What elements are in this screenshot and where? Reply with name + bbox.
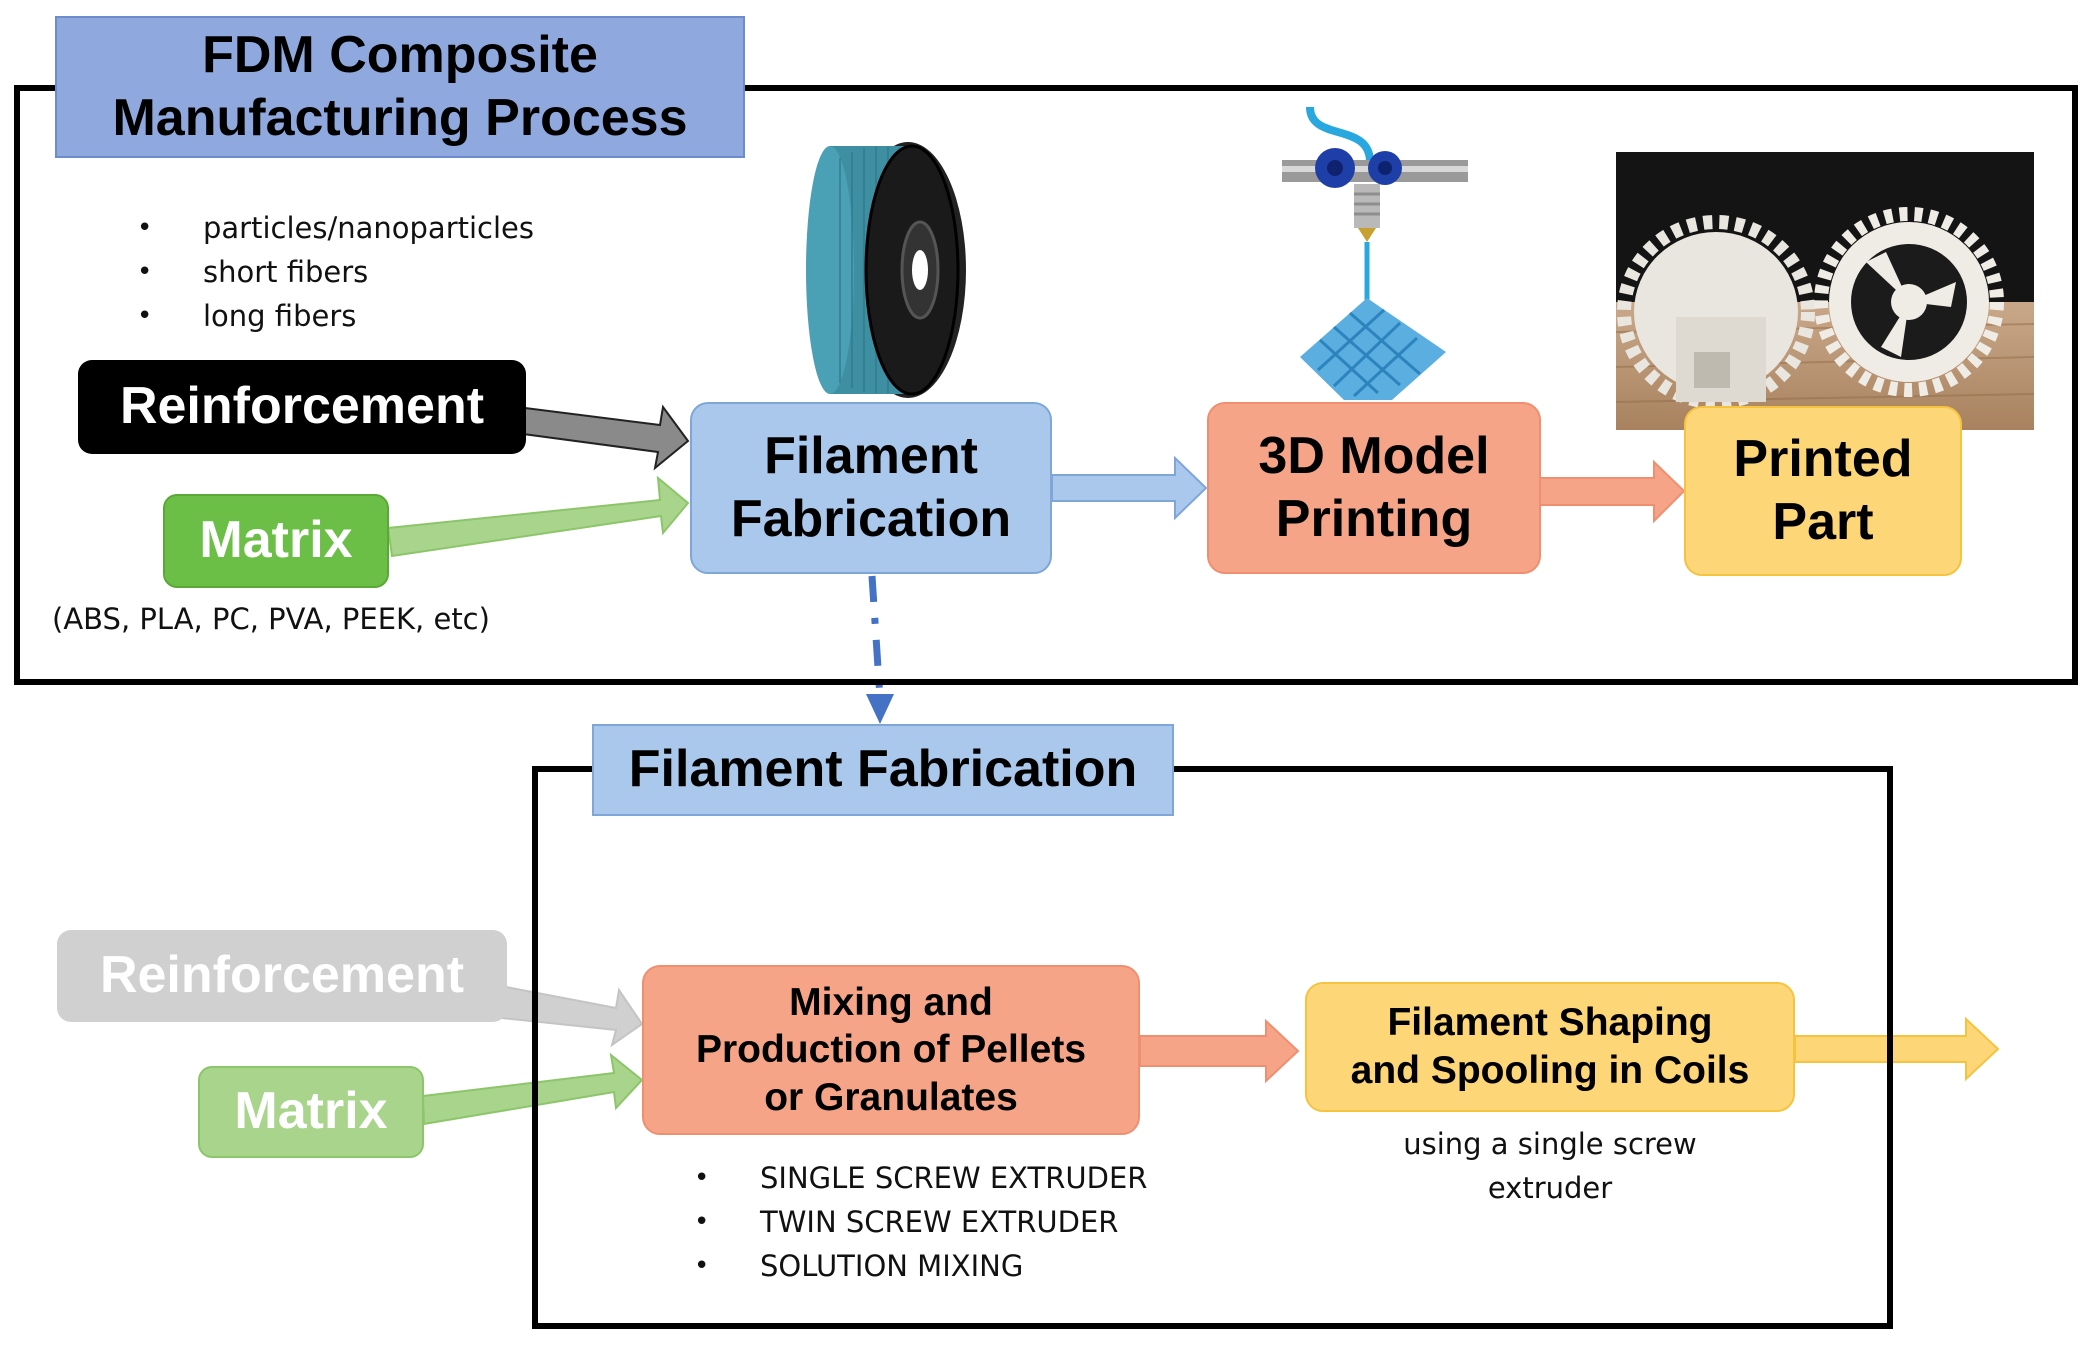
mixing-production-box: Mixing and Production of Pellets or Gran…	[642, 965, 1140, 1135]
matrix-examples: (ABS, PLA, PC, PVA, PEEK, etc)	[52, 602, 490, 636]
matrix-box: Matrix	[163, 494, 389, 588]
detail-link-arrowhead	[866, 694, 894, 724]
mixing-to-shaping-arrow	[1139, 1018, 1300, 1084]
reinforcement-type-item: short fibers	[137, 250, 534, 294]
3d-model-printing-box: 3D Model Printing	[1207, 402, 1541, 574]
bottom-matrix-box: Matrix	[198, 1066, 424, 1158]
shaping-note: using a single screw extruder	[1403, 1127, 1697, 1205]
matrix-arrow	[386, 475, 690, 558]
reinforcement-type-item: particles/nanoparticles	[137, 206, 534, 250]
mixing-method-item: SOLUTION MIXING	[694, 1244, 1147, 1288]
reinforcement-arrow	[521, 404, 690, 471]
filament-fabrication-frame	[532, 766, 1893, 1329]
process-frame	[14, 85, 2078, 685]
reinforcement-box: Reinforcement	[78, 360, 526, 454]
shaping-output-arrow	[1794, 1016, 2000, 1082]
3d-printer-illustration	[1280, 102, 1470, 402]
filament-fabrication-title: Filament Fabrication	[592, 724, 1174, 816]
filament-to-printing-arrow	[1051, 455, 1208, 521]
detail-link-dashed	[868, 575, 884, 699]
filament-shaping-box: Filament Shaping and Spooling in Coils	[1305, 982, 1795, 1112]
printing-to-part-arrow	[1537, 459, 1686, 524]
printed-part-photo	[1616, 152, 2034, 430]
mixing-methods-list: SINGLE SCREW EXTRUDER TWIN SCREW EXTRUDE…	[694, 1156, 1147, 1288]
mixing-method-item: TWIN SCREW EXTRUDER	[694, 1200, 1147, 1244]
reinforcement-types-list: particles/nanoparticles short fibers lon…	[137, 206, 534, 338]
bottom-reinforcement-box: Reinforcement	[57, 930, 507, 1022]
page-title: FDM Composite Manufacturing Process	[55, 16, 745, 158]
mixing-method-item: SINGLE SCREW EXTRUDER	[694, 1156, 1147, 1200]
reinforcement-type-item: long fibers	[137, 294, 534, 338]
filament-fabrication-box: Filament Fabrication	[690, 402, 1052, 574]
printed-part-box: Printed Part	[1684, 406, 1962, 576]
filament-spool-illustration	[806, 142, 966, 398]
